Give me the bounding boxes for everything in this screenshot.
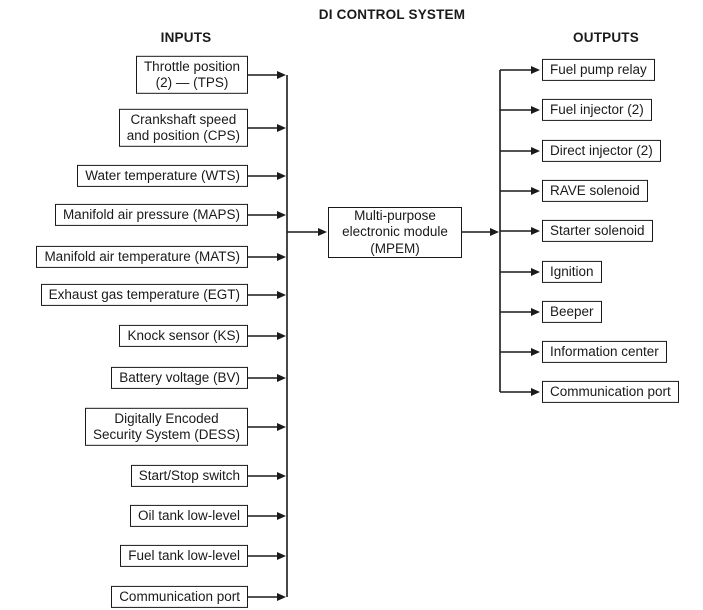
input-box-start-stop-switch: Start/Stop switch <box>130 464 248 488</box>
arrowhead-icon <box>531 268 540 276</box>
input-box-knock-sensor-ks: Knock sensor (KS) <box>119 324 248 348</box>
input-box-battery-voltage-bv: Battery voltage (BV) <box>111 366 248 390</box>
arrowhead-icon <box>277 332 286 340</box>
input-box-fuel-tank-low-level: Fuel tank low-level <box>120 544 248 568</box>
arrowhead-icon <box>277 71 286 79</box>
arrowhead-icon <box>277 472 286 480</box>
output-box-rave-solenoid: RAVE solenoid <box>542 179 648 203</box>
input-box-digitally-encoded-security-system-dess: Digitally Encoded Security System (DESS) <box>84 407 248 447</box>
arrowhead-icon <box>277 211 286 219</box>
arrowhead-icon <box>277 253 286 261</box>
arrowhead-icon <box>531 227 540 235</box>
arrowhead-icon <box>277 512 286 520</box>
input-box-throttle-position-2-tps: Throttle position (2) — (TPS) <box>135 55 248 95</box>
arrowhead-icon <box>318 228 327 236</box>
arrowhead-icon <box>277 172 286 180</box>
arrowhead-icon <box>490 228 499 236</box>
arrowhead-icon <box>531 187 540 195</box>
input-box-water-temperature-wts: Water temperature (WTS) <box>77 164 248 188</box>
arrowhead-icon <box>531 348 540 356</box>
inputs-heading: INPUTS <box>160 30 212 45</box>
arrowhead-icon <box>277 593 286 601</box>
arrowhead-icon <box>277 124 286 132</box>
diagram-title: DI CONTROL SYSTEM <box>318 7 466 22</box>
output-box-starter-solenoid: Starter solenoid <box>542 219 653 243</box>
arrowhead-icon <box>531 308 540 316</box>
input-box-manifold-air-pressure-maps: Manifold air pressure (MAPS) <box>54 203 248 227</box>
output-box-fuel-pump-relay: Fuel pump relay <box>542 58 655 82</box>
input-box-oil-tank-low-level: Oil tank low-level <box>129 504 248 528</box>
input-box-exhaust-gas-temperature-egt: Exhaust gas temperature (EGT) <box>40 283 248 307</box>
arrowhead-icon <box>531 388 540 396</box>
arrowhead-icon <box>277 374 286 382</box>
output-box-information-center: Information center <box>542 340 667 364</box>
output-box-fuel-injector-2: Fuel injector (2) <box>542 98 652 122</box>
output-box-ignition: Ignition <box>542 260 602 284</box>
mpem-box: Multi-purpose electronic module (MPEM) <box>328 207 462 258</box>
arrowhead-icon <box>531 147 540 155</box>
input-box-crankshaft-speed-and-position-cps: Crankshaft speed and position (CPS) <box>118 108 248 148</box>
input-box-manifold-air-temperature-mats: Manifold air temperature (MATS) <box>36 245 248 269</box>
arrowhead-icon <box>277 423 286 431</box>
arrowhead-icon <box>531 106 540 114</box>
output-box-direct-injector-2: Direct injector (2) <box>542 139 661 163</box>
input-box-communication-port: Communication port <box>111 585 248 609</box>
output-box-communication-port: Communication port <box>542 380 679 404</box>
arrowhead-icon <box>531 66 540 74</box>
arrowhead-icon <box>277 552 286 560</box>
output-box-beeper: Beeper <box>542 300 602 324</box>
arrowhead-icon <box>277 291 286 299</box>
outputs-heading: OUTPUTS <box>573 30 639 45</box>
